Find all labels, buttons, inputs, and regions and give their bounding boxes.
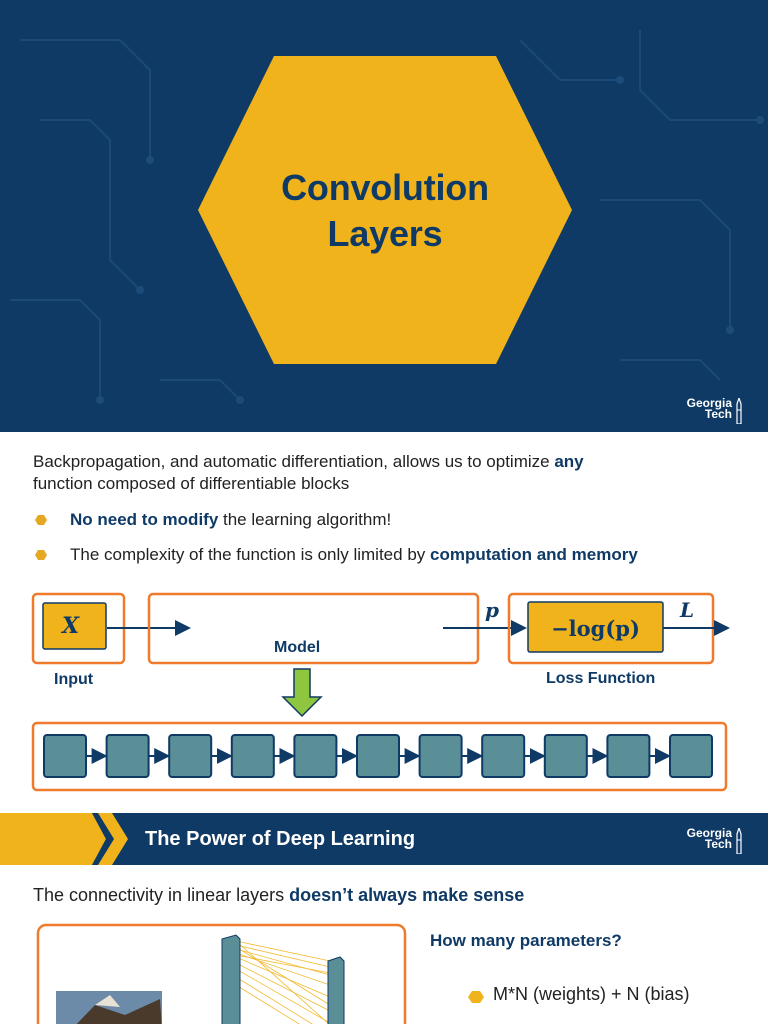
georgia-tech-logo: Georgia Tech [672, 826, 742, 854]
model-label: Model [274, 639, 321, 656]
intro-text-2: function composed of differentiable bloc… [33, 474, 350, 493]
layer-block [168, 734, 213, 778]
p-symbol: p [485, 598, 499, 622]
layer-block [606, 734, 651, 778]
logo-line-2: Tech [704, 407, 732, 421]
fully-connected-illustration [36, 923, 484, 1024]
title-line-1: Convolution [281, 167, 489, 208]
input-layer-bar [221, 934, 241, 1024]
slide-title: Convolution Layers [198, 165, 572, 257]
bullet-2-text: The complexity of the function is only l… [70, 545, 430, 564]
layer-chain [43, 734, 713, 778]
banner-chevrons [0, 813, 130, 865]
bullet-1: No need to modify the learning algorithm… [70, 509, 391, 531]
slide3-text: The connectivity in linear layers [33, 885, 290, 905]
circuit-background [10, 30, 764, 404]
georgia-tech-logo: Georgia Tech [672, 396, 742, 424]
intro-text: Backpropagation, and automatic different… [33, 452, 555, 471]
logo-line-1: Georgia [686, 826, 732, 840]
computation-diagram [31, 592, 730, 792]
L-symbol: L [680, 598, 695, 622]
linear-layers-slide: The connectivity in linear layers doesn’… [0, 865, 768, 1024]
layer-block [356, 734, 400, 778]
output-layer-bar [327, 956, 345, 1024]
illustration-frame [36, 923, 407, 1024]
bullet-1-text: the learning algorithm! [218, 510, 392, 529]
loss-label: Loss Function [546, 670, 656, 687]
bullet-1-bold: No need to modify [70, 510, 219, 529]
bullet-2: The complexity of the function is only l… [70, 544, 638, 566]
bullet-2-bold: computation and memory [430, 545, 638, 564]
layer-block [543, 734, 588, 778]
loss-expression: −log(p) [551, 616, 640, 641]
connection-lines [235, 940, 331, 1024]
layer-block [105, 734, 150, 778]
title-hexagon [198, 56, 572, 364]
slide3-bold: doesn’t always make sense [289, 885, 525, 905]
layer-block [481, 734, 526, 778]
title-line-2: Layers [327, 213, 443, 254]
layer-block [669, 734, 713, 778]
slide3-line: The connectivity in linear layers doesn’… [33, 884, 753, 906]
section-banner: The Power of Deep Learning Georgia Tech [0, 813, 768, 865]
input-block [42, 602, 107, 650]
bullet-icon [35, 515, 47, 525]
input-label: Input [54, 671, 94, 688]
bullet-icon [468, 991, 484, 1003]
intro-bold: any [554, 452, 584, 471]
tower-icon [736, 828, 742, 854]
layer-block [418, 734, 463, 778]
title-slide: Convolution Layers Georgia Tech [0, 0, 768, 432]
tower-icon [736, 398, 742, 424]
input-symbol: X [62, 613, 80, 639]
layer-block [230, 734, 275, 778]
composition-slide: Backpropagation, and automatic different… [0, 432, 768, 812]
layer-block [43, 734, 87, 778]
parameters-question: How many parameters? [430, 931, 622, 950]
banner-title: The Power of Deep Learning [145, 828, 416, 850]
bullet-icon [35, 550, 47, 560]
logo-line-2: Tech [704, 837, 732, 851]
layer-block [293, 734, 338, 778]
logo-line-1: Georgia [686, 396, 732, 410]
expand-arrow-icon [281, 668, 323, 718]
intro-paragraph: Backpropagation, and automatic different… [33, 451, 733, 495]
parameters-answer: M*N (weights) + N (bias) [493, 984, 690, 1004]
layer-chain-frame [31, 721, 728, 792]
